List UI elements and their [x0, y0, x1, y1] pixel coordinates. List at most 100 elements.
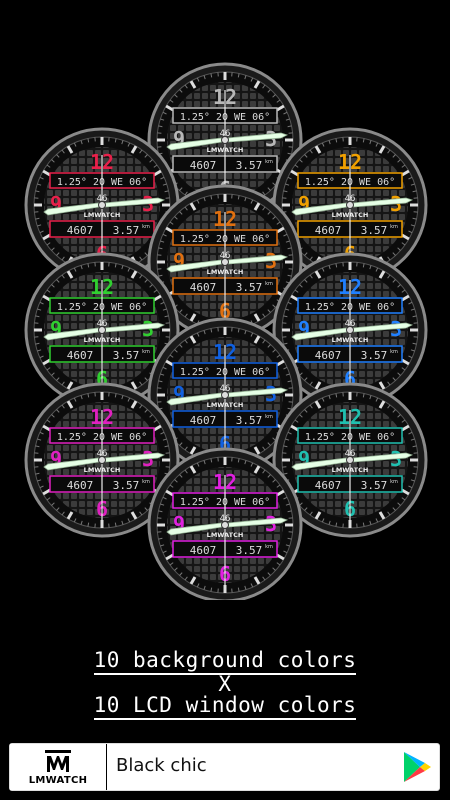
tick-mark [412, 445, 417, 448]
tick-mark [314, 270, 322, 279]
tick-mark [335, 263, 338, 268]
tick-mark [267, 89, 271, 93]
hand-pivot [346, 201, 354, 209]
tick-mark [66, 381, 74, 390]
tick-mark [158, 537, 163, 540]
lcd-distance-text: 3.57 [236, 544, 263, 557]
tick-mark [412, 342, 417, 345]
tick-mark [272, 567, 276, 571]
tick-mark [37, 479, 42, 482]
tick-mark [144, 409, 148, 413]
tick-mark [321, 397, 325, 402]
lcd-steps-text: 4607 [190, 414, 217, 427]
tick-mark [144, 252, 148, 256]
tick-mark [144, 377, 148, 381]
tick-mark [51, 372, 55, 376]
tick-mark [130, 270, 138, 279]
tick-mark [130, 511, 138, 520]
tick-mark [401, 164, 406, 168]
tick-mark [37, 183, 42, 186]
tick-mark [378, 400, 386, 409]
lcd-unit-text: km [390, 349, 398, 355]
tick-mark [369, 395, 372, 400]
tick-mark [169, 484, 174, 488]
tick-mark [304, 409, 308, 413]
tick-mark [387, 274, 391, 279]
tick-mark [158, 125, 163, 128]
tick-mark [401, 497, 406, 501]
tick-mark [210, 458, 213, 463]
tick-mark [42, 424, 51, 432]
tick-mark [328, 140, 331, 145]
tick-mark [179, 187, 183, 191]
tick-mark [253, 80, 261, 89]
tick-mark [165, 226, 174, 234]
tick-mark [179, 344, 183, 348]
tick-mark [73, 397, 77, 402]
tick-mark [42, 358, 51, 366]
tick-mark [309, 274, 313, 279]
lcd-steps-text: 4607 [190, 281, 217, 294]
tick-mark [408, 176, 413, 180]
tick-mark [174, 479, 178, 483]
tick-mark [299, 159, 303, 163]
tick-mark [283, 550, 288, 554]
app-banner[interactable]: LMWATCH Black chic [9, 743, 440, 791]
lcd-unit-text: km [265, 281, 273, 287]
hand-pivot [221, 391, 229, 399]
tick-mark [87, 393, 90, 398]
tick-mark [169, 354, 174, 358]
tick-mark [304, 252, 308, 256]
tick-mark [162, 308, 167, 311]
lcd-unit-text: km [390, 479, 398, 485]
tick-mark [304, 154, 308, 158]
lcd-steps-text: 4607 [67, 479, 94, 492]
tick-mark [401, 488, 410, 496]
tick-mark [153, 169, 162, 177]
tick-mark [408, 431, 413, 435]
tick-mark [46, 367, 51, 371]
tick-mark [401, 367, 406, 371]
tick-mark [283, 315, 288, 318]
tick-mark [237, 73, 240, 78]
tick-mark [267, 187, 271, 191]
lcd-steps-text: 4607 [315, 349, 342, 362]
tick-mark [314, 381, 322, 390]
tick-mark [51, 284, 55, 288]
tick-mark [392, 154, 396, 158]
tick-mark [61, 511, 65, 516]
tick-mark [139, 404, 143, 409]
tick-mark [287, 380, 292, 383]
tick-mark [309, 511, 313, 516]
tick-mark [387, 149, 391, 154]
tick-mark [51, 159, 55, 163]
tick-mark [160, 373, 165, 376]
tick-mark [285, 118, 290, 121]
tick-mark [244, 460, 247, 465]
tick-mark [66, 511, 74, 520]
tick-mark [287, 510, 292, 513]
tick-mark [375, 267, 379, 272]
tick-mark [127, 518, 131, 523]
tick-mark [375, 142, 379, 147]
tick-mark [184, 313, 188, 318]
tick-mark [401, 233, 410, 241]
tick-mark [294, 164, 299, 168]
tick-mark [276, 226, 285, 234]
tick-mark [283, 233, 288, 237]
lcd-distance-text: 3.57 [236, 159, 263, 172]
tick-mark [56, 154, 60, 158]
tick-mark [149, 159, 153, 163]
tick-mark [39, 355, 44, 359]
tick-mark [285, 503, 290, 506]
tick-mark [56, 279, 60, 283]
tick-mark [309, 404, 313, 409]
tick-mark [369, 520, 372, 525]
google-play-icon[interactable] [401, 750, 433, 784]
tick-mark [362, 263, 365, 268]
hand-pivot [221, 258, 229, 266]
